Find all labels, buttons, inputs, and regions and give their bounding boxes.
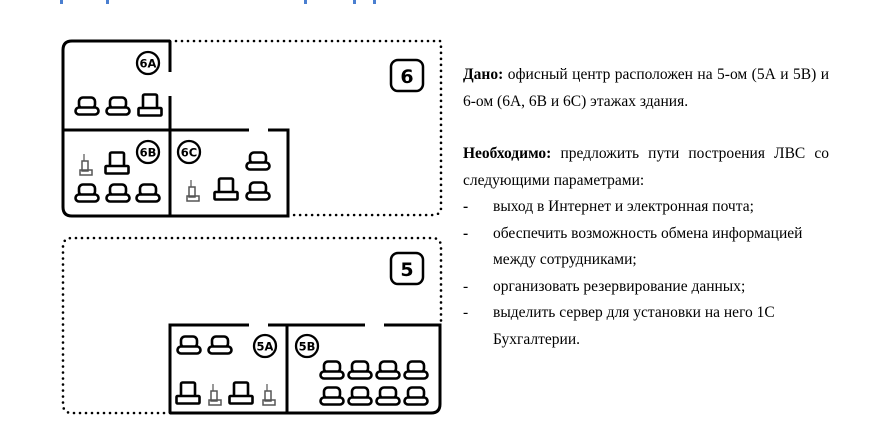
workstation-icon bbox=[74, 96, 100, 116]
floor-6-number: 6 bbox=[400, 66, 413, 88]
floor-6-walls bbox=[61, 39, 290, 218]
server-icon bbox=[175, 381, 201, 405]
top-edge-mark bbox=[304, 0, 307, 4]
given-text: офисный центр расположен на 5-ом (5А и 5… bbox=[463, 66, 829, 110]
room-5b-label: 5B bbox=[299, 340, 316, 354]
top-edge-mark bbox=[353, 0, 356, 4]
server-icon bbox=[213, 177, 239, 201]
given-label: Дано: bbox=[463, 66, 504, 83]
server-icon bbox=[228, 381, 254, 405]
workstation-icon bbox=[319, 386, 345, 406]
workstation-icon bbox=[375, 360, 401, 380]
floor-5-number: 5 bbox=[400, 259, 413, 281]
room-6c-badge bbox=[176, 139, 202, 165]
floor-6-badge bbox=[389, 58, 425, 93]
workstation-icon bbox=[375, 386, 401, 406]
room-6c-label: 6C bbox=[181, 146, 197, 160]
required-paragraph: Необходимо: предложить пути построения Л… bbox=[463, 141, 829, 194]
room-5a-label: 5A bbox=[257, 340, 274, 354]
task-description: Дано: офисный центр расположен на 5-ом (… bbox=[463, 62, 829, 353]
list-item: -организовать резервирование данных; bbox=[463, 277, 746, 295]
requirements-list: -выход в Интернет и электронная почта; -… bbox=[463, 194, 829, 353]
workstation-icon bbox=[135, 183, 161, 203]
room-6b-label: 6B bbox=[140, 146, 157, 160]
phone-icon bbox=[79, 154, 93, 176]
given-paragraph: Дано: офисный центр расположен на 5-ом (… bbox=[463, 62, 829, 115]
workstation-icon bbox=[176, 335, 202, 355]
list-item: -выход в Интернет и электронная почта; bbox=[463, 198, 754, 215]
workstation-icon bbox=[74, 183, 100, 203]
room-5b-badge bbox=[294, 333, 320, 359]
workstation-icon bbox=[105, 183, 131, 203]
workstation-icon bbox=[319, 360, 345, 380]
workstation-icon bbox=[245, 151, 271, 171]
phone-icon bbox=[262, 384, 276, 406]
floor-6: 6 6A 6B 6C bbox=[61, 39, 443, 218]
server-icon bbox=[104, 151, 130, 175]
floor-5-badge bbox=[389, 251, 425, 286]
top-edge-mark bbox=[60, 0, 63, 4]
workstation-icon bbox=[347, 360, 373, 380]
workstation-icon bbox=[403, 386, 429, 406]
floor-5-outline bbox=[61, 236, 443, 415]
top-edge-mark bbox=[373, 0, 376, 4]
required-label: Необходимо: bbox=[463, 145, 552, 162]
room-6a-label: 6A bbox=[140, 57, 157, 71]
workstation-icon bbox=[403, 360, 429, 380]
top-edge-mark bbox=[106, 0, 109, 4]
phone-icon bbox=[208, 384, 222, 406]
workstation-icon bbox=[347, 386, 373, 406]
floor-5: 5 5A 5B bbox=[61, 236, 443, 415]
phone-icon bbox=[186, 180, 200, 202]
required-text: предложить пути построения ЛВС со следую… bbox=[463, 145, 829, 189]
list-item: -выделить сервер для установки на него 1… bbox=[463, 304, 775, 348]
list-item: -обеспечить возможность обмена информаци… bbox=[463, 224, 803, 269]
server-icon bbox=[137, 93, 163, 117]
workstation-icon bbox=[105, 96, 131, 116]
room-5a-badge bbox=[252, 333, 278, 359]
floor-5-walls bbox=[168, 323, 442, 415]
room-6b-badge bbox=[135, 139, 161, 165]
workstation-icon bbox=[207, 335, 233, 355]
room-6a-badge bbox=[135, 50, 161, 76]
floor-6-outline bbox=[168, 39, 443, 217]
workstation-icon bbox=[245, 181, 271, 201]
